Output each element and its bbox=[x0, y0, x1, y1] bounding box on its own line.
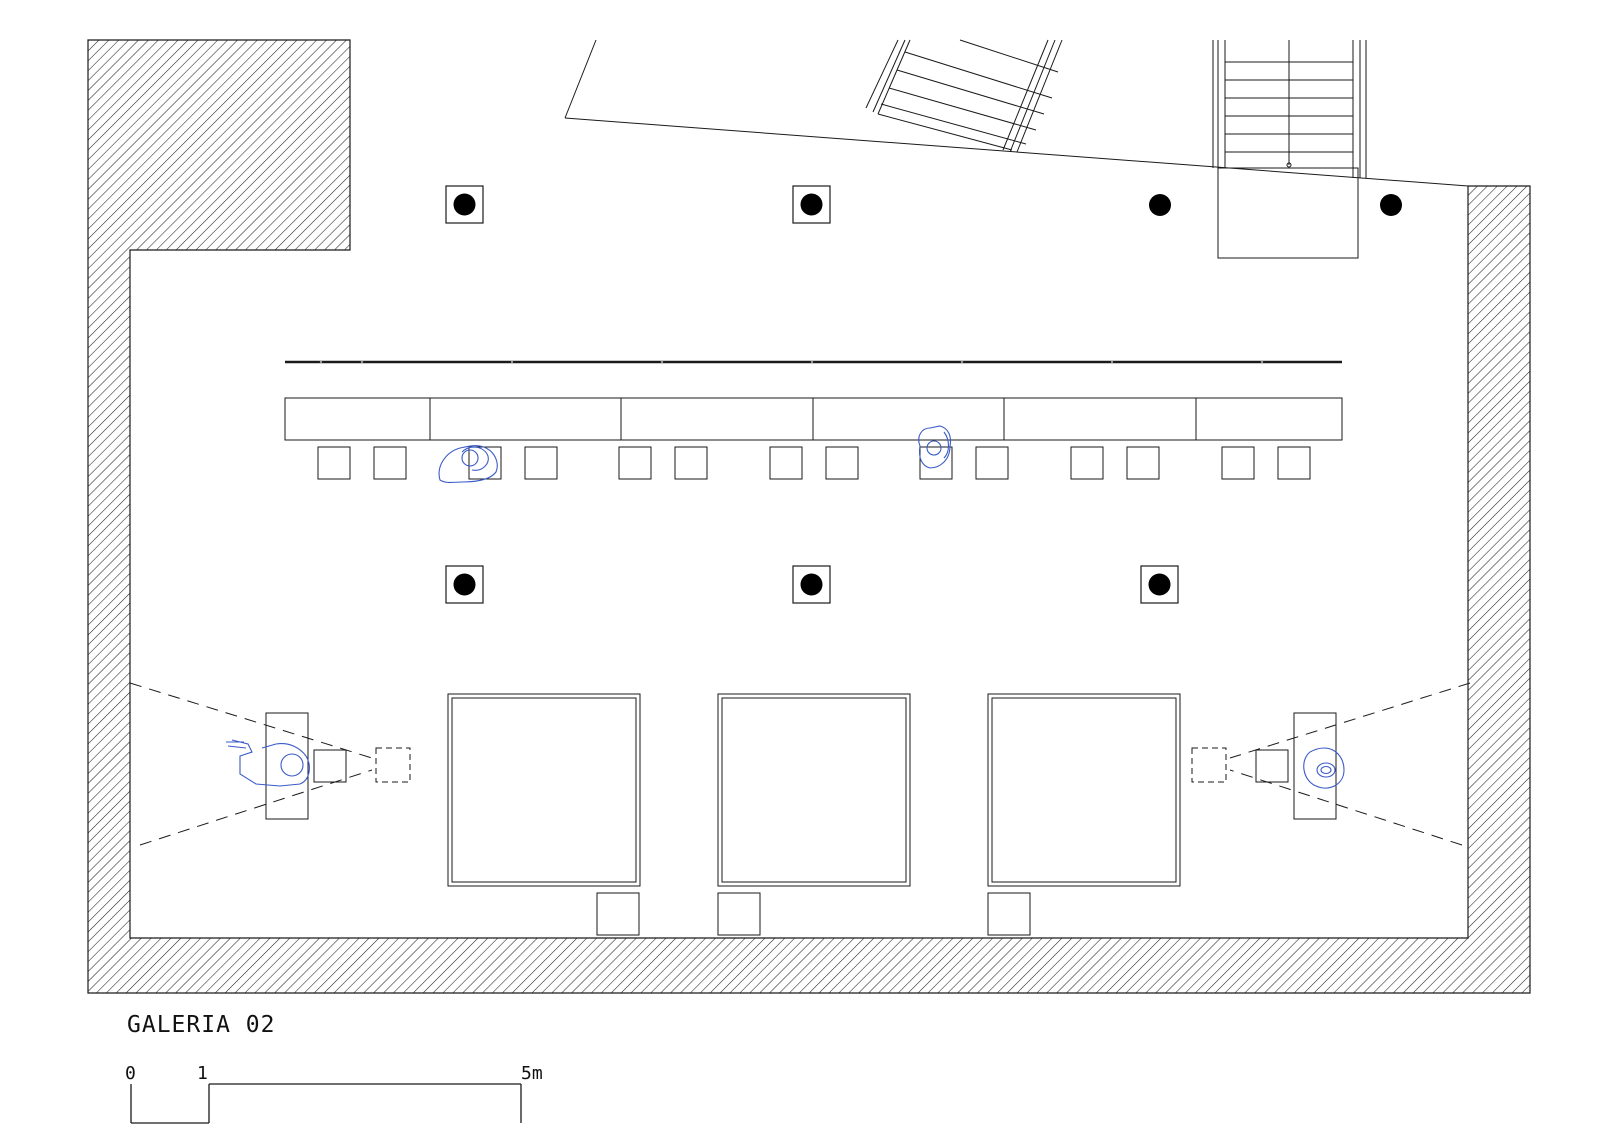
column bbox=[445, 185, 484, 224]
person-figure bbox=[1303, 747, 1345, 789]
scale-bar bbox=[130, 1083, 522, 1124]
columns bbox=[445, 185, 1402, 604]
scale-label-1: 1 bbox=[197, 1063, 208, 1084]
scale-label-0: 0 bbox=[125, 1063, 136, 1084]
long-table bbox=[284, 397, 1343, 441]
display-rail bbox=[285, 360, 1342, 364]
projection-left bbox=[129, 682, 411, 846]
projection-right bbox=[1191, 682, 1471, 846]
upper-edge bbox=[564, 39, 1469, 187]
stools-row bbox=[317, 446, 1311, 480]
display-cases bbox=[447, 693, 1181, 936]
wall-left bbox=[87, 39, 1531, 994]
scale-label-5m: 5m bbox=[521, 1063, 543, 1084]
column bbox=[1149, 194, 1171, 216]
stair-straight bbox=[1212, 40, 1367, 259]
stair-diagonal bbox=[865, 39, 1063, 153]
person-figures bbox=[226, 425, 1345, 789]
column bbox=[792, 185, 831, 224]
column bbox=[445, 565, 484, 604]
column bbox=[792, 565, 831, 604]
person-figure bbox=[438, 445, 498, 484]
column bbox=[1140, 565, 1179, 604]
walls bbox=[87, 39, 1531, 994]
person-figure bbox=[226, 739, 310, 787]
column bbox=[1380, 194, 1402, 216]
person-figure bbox=[918, 425, 952, 469]
drawing-title: GALERIA 02 bbox=[127, 1012, 276, 1038]
